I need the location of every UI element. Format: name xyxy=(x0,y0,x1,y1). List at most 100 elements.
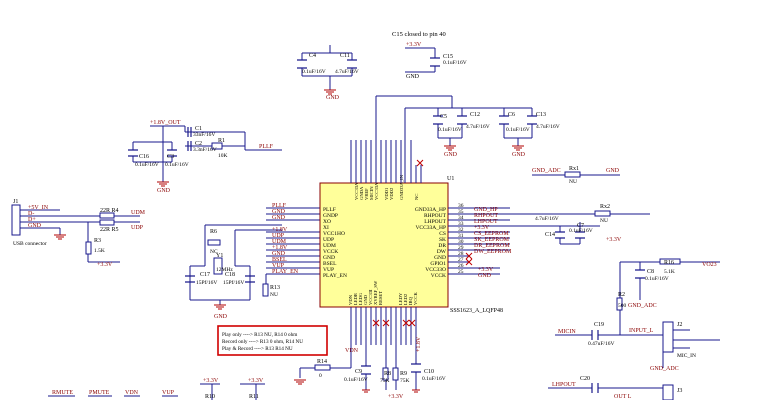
r13-value: NU xyxy=(270,292,278,298)
ic-pin-num-33: 33 xyxy=(458,221,464,227)
v33-label-c15: +3.3V xyxy=(406,42,422,48)
net-gnd-r: GND xyxy=(478,273,492,279)
c13-value: 4.7uF/16V xyxy=(536,124,560,130)
r14-value: 0 xyxy=(319,373,322,379)
ic-pin-num-31: 31 xyxy=(458,233,464,239)
ic-pin-gnd: GND xyxy=(323,255,335,261)
ic-pin-dw: DW xyxy=(437,249,447,255)
crystal-frequency: 12MHz xyxy=(216,267,233,273)
ic-pin-num-30: 30 xyxy=(458,239,464,245)
ic-top-pin-1: VCC33A xyxy=(354,182,359,200)
ic-pin-xo: XO xyxy=(323,219,331,225)
ic-bot-pin-4: GND xyxy=(363,294,368,305)
gnd-label-c6: GND xyxy=(512,152,526,158)
r1-value: 10K xyxy=(218,153,228,159)
c2-label: C2 xyxy=(195,141,202,147)
c12-value: 4.7uF/16V xyxy=(466,124,490,130)
net-gnd-1: GND xyxy=(272,209,286,215)
net-33v: +3.3V xyxy=(474,225,490,231)
usb-vcc-label: +3.3V xyxy=(97,262,113,268)
gnd-label-c5: GND xyxy=(444,152,458,158)
c9-value: 0.1uF/16V xyxy=(344,377,368,383)
ic-pin-num-26: 26 xyxy=(458,263,464,269)
c1-label: C1 xyxy=(195,126,202,132)
c20-label: C20 xyxy=(580,376,590,382)
cap-group-c5-c13: C5 0.1uF/16V C12 4.7uF/16V C6 0.1uF/16V … xyxy=(375,95,560,180)
net-vup: VUP xyxy=(272,263,285,269)
ic-bot-pin-5: VCC33I xyxy=(368,289,373,305)
usb-pin-vbus: +5V_IN xyxy=(28,205,49,211)
pllf-net-label: PLLF xyxy=(259,144,274,150)
y1-label: Y1 xyxy=(216,253,223,259)
ic-pin-rhpout: RHPOUT xyxy=(424,213,447,219)
ic-pin-num-34: 34 xyxy=(458,215,464,221)
ic-pin-pllf: PLLF xyxy=(323,207,336,213)
ic-pin-gnd-r: GND xyxy=(434,255,446,261)
c8-value: 0.1uF/16V xyxy=(645,276,669,282)
net-gnd-2: GND xyxy=(272,215,286,221)
gnd-label-pll: GND xyxy=(157,188,171,194)
net-18v-1: +1.8V xyxy=(272,227,288,233)
ic-pin-num-28: 28 xyxy=(458,251,464,257)
vdn-label: VDN xyxy=(345,348,359,354)
bottom-circuit: R14 0 VDN C9 0.1uF/16V R8 75K R9 75K C10… xyxy=(48,336,446,400)
c13-label: C13 xyxy=(536,112,546,118)
ic-bot-pin-8: LEDY xyxy=(398,292,403,305)
r9-label: R9 xyxy=(400,371,407,377)
c4-label: C4 xyxy=(309,53,316,59)
configuration-note: Play only ----> R13 NU, R14 0 ohm Record… xyxy=(217,325,328,356)
ic-pin-cs: CS xyxy=(439,231,446,237)
ic-pin-num-32: 32 xyxy=(458,227,464,233)
v33-bottom-label: +3.3V xyxy=(388,394,404,400)
net-udp: UDP xyxy=(272,233,285,239)
c16-label: C16 xyxy=(139,154,149,160)
c9-label: C9 xyxy=(355,369,362,375)
r6-label: R6 xyxy=(210,229,217,235)
ic-pin-lhpout: LHPOUT xyxy=(424,219,446,225)
c5-label: C5 xyxy=(440,114,447,120)
r14-label: R14 xyxy=(317,359,327,365)
net-dw-eeprom: DW_EEPROM xyxy=(474,249,512,255)
ic-pin-udp: UDP xyxy=(323,237,334,243)
usb-pin-dminus: D- xyxy=(28,211,34,217)
cap-group-c15: +3.3V C15 0.1uF/16V GND xyxy=(405,42,467,80)
vo23-label: VO23 xyxy=(702,262,717,268)
gnd-adc-label: GND_ADC xyxy=(532,168,561,174)
gnd-label-c15: GND xyxy=(406,74,420,80)
r8-value: 75K xyxy=(380,378,390,384)
note-line-2: Record only ----> R13 0 ohm, R14 NU xyxy=(222,339,303,345)
net-pllf: PLLF xyxy=(272,203,287,209)
r5-label: 22R R5 xyxy=(100,227,119,233)
c14-label: C14 xyxy=(545,232,555,238)
ic-pin-gpio1: GPIO1 xyxy=(430,261,446,267)
gnd-right-label: GND xyxy=(606,168,620,174)
ic-bot-pin-3: LEDG xyxy=(358,292,363,305)
udp-label: UDP xyxy=(131,225,144,231)
ic-pin-num-35: 35 xyxy=(458,209,464,215)
c1-value: 33nF/16V xyxy=(193,132,215,138)
net-play-en: PLAY_EN xyxy=(272,269,299,275)
c12-label: C12 xyxy=(470,112,480,118)
r4-label: 22R R4 xyxy=(100,208,119,214)
net-33v-2: +3.3V xyxy=(478,267,494,273)
net-dr-eeprom: DR_EEPROM xyxy=(474,243,510,249)
r8-label: R8 xyxy=(384,371,391,377)
c19-label: C19 xyxy=(594,322,604,328)
c10-value: 0.1uF/16V xyxy=(422,376,446,382)
ic-top-pin-9: NC xyxy=(414,194,419,200)
j1-label: J1 xyxy=(13,199,18,205)
ic-pin-num-29: 29 xyxy=(458,245,464,251)
ic-pin-num-27: 27 xyxy=(458,257,464,263)
c8-label: C8 xyxy=(647,269,654,275)
j2-label: J2 xyxy=(677,322,682,328)
net-cs-eeprom: CS_EEPROM xyxy=(474,231,509,237)
ic-pin-vcc33a-hp: VCC33A_HP xyxy=(415,225,446,231)
usb-pin-gnd: GND xyxy=(28,223,42,229)
ic-bot-pin-2: LEDR xyxy=(353,292,358,305)
pll-net-label: +1.8V_OUT xyxy=(150,120,181,126)
c14-value: 4.7uF/16V xyxy=(535,216,559,222)
c15-value: 0.1uF/16V xyxy=(443,60,467,66)
ic-pin-play-en: PLAY_EN xyxy=(323,273,347,279)
lhpout-label: LHPOUT xyxy=(552,382,576,388)
net-vdn: VDN xyxy=(125,390,139,396)
